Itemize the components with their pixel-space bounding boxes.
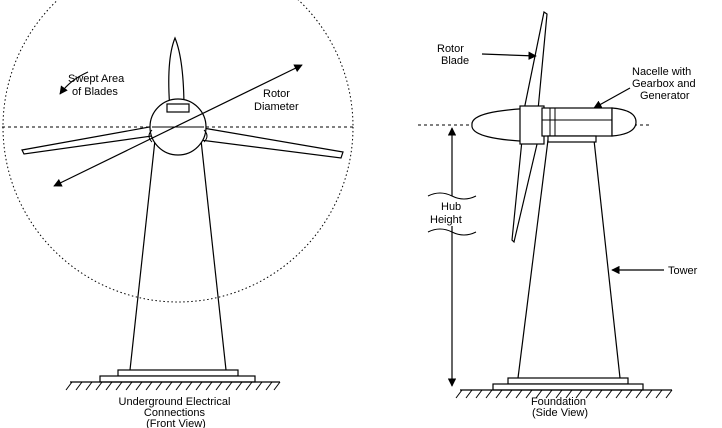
- front-view: Swept Area of Blades Rotor Diameter Unde…: [2, 0, 356, 428]
- side-view: Rotor Blade Nacelle with Gearbox and Gen…: [418, 11, 699, 419]
- front-caption: Underground Electrical Connections (Fron…: [119, 396, 234, 428]
- rotor-blade-leader: [481, 51, 537, 60]
- rotor-diameter-label: Rotor Diameter: [254, 88, 299, 113]
- nacelle-leader: [593, 87, 631, 109]
- rotor-diameter-arrow: [53, 64, 303, 187]
- side-tower: [455, 139, 673, 399]
- side-blade-top: [523, 11, 548, 111]
- hub-height-label: Hub Height: [430, 201, 464, 226]
- side-nacelle: [471, 105, 637, 145]
- swept-area-label: Swept Area of Blades: [68, 73, 127, 98]
- side-caption: Foundation (Side View): [531, 396, 589, 419]
- tower-label: Tower: [668, 265, 698, 277]
- front-tower: [65, 139, 281, 391]
- front-blade-left: [21, 125, 156, 155]
- swept-area-arrow: [59, 71, 89, 95]
- side-blade-bottom: [511, 139, 539, 244]
- nacelle-label: Nacelle with Gearbox and Generator: [632, 66, 699, 102]
- rotor-blade-label: Rotor Blade: [437, 43, 469, 67]
- front-blade-right: [199, 127, 344, 159]
